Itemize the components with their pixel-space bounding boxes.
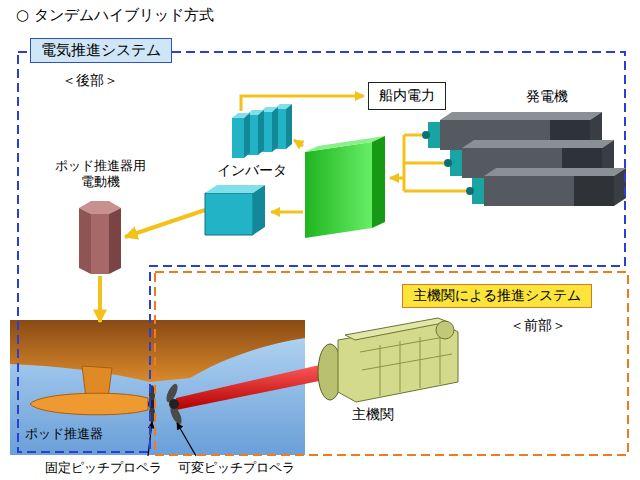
propeller-shaft <box>176 364 324 410</box>
box-label: 船内電力 <box>379 87 435 105</box>
shape-face <box>79 208 91 274</box>
title-holder: ○ タンデムハイブリッド方式 <box>16 6 214 25</box>
region-heading: 電気推進システム <box>30 38 172 63</box>
inverter-stack <box>286 104 292 149</box>
power-line <box>404 134 422 137</box>
switchboard <box>305 136 385 238</box>
text-holder: 主機関 <box>352 406 394 424</box>
leader-line <box>177 423 196 456</box>
process-box: 船内電力 <box>368 82 446 110</box>
switchboard <box>372 136 385 228</box>
main-engine <box>318 318 458 402</box>
generator-set <box>444 159 452 167</box>
inverter-stack <box>232 118 244 158</box>
shape-face <box>109 208 121 274</box>
generator-set <box>484 176 614 206</box>
diagram-title: ○ タンデムハイブリッド方式 <box>16 6 214 25</box>
inverter-stack <box>244 113 250 158</box>
shape-face <box>253 185 265 235</box>
part-label: ポッド推進器用 電動機 <box>50 158 150 191</box>
shape-face <box>18 52 625 452</box>
pod-thruster <box>30 366 148 415</box>
text-holder: インバータ <box>217 162 287 180</box>
power-arrow <box>98 276 102 322</box>
motor-symbol: ポッド推進器用 電動機 <box>75 198 125 276</box>
shape-face <box>205 193 253 235</box>
system-region: 電気推進システム＜後部＞船内電力発電機インバータポッド推進器用 電動機ポッド推進… <box>18 52 625 452</box>
power-line <box>241 96 466 212</box>
power-arrow <box>125 210 205 237</box>
label-holder: 可変ピッチプロペラ <box>178 460 295 476</box>
part-label: インバータ <box>217 162 287 180</box>
text-holder: ポッド推進器 <box>25 426 103 442</box>
text-holder: 船内電力 <box>379 87 435 105</box>
main-engine <box>360 333 452 396</box>
power-line <box>390 177 404 180</box>
text-holder: ＜前部＞ <box>510 317 566 335</box>
inverter-stack <box>258 110 264 155</box>
region-note: ＜前部＞ <box>510 317 566 335</box>
text-holder: 主機関による推進システム <box>402 284 592 308</box>
text-holder: ポッド推進器用 電動機 <box>50 158 150 191</box>
engine-area: 主機関 <box>312 318 462 403</box>
text-holder: 発電機 <box>526 88 568 106</box>
power-line <box>271 211 303 214</box>
pod-area: ポッド推進器 <box>25 322 148 422</box>
part-label: 主機関 <box>352 406 394 424</box>
generator-set <box>574 176 614 206</box>
inverter-box: インバータ <box>205 183 267 237</box>
motor-outline <box>75 198 125 276</box>
generator-set <box>462 140 614 148</box>
power-line <box>241 96 364 111</box>
part-label: 発電機 <box>526 88 568 106</box>
text-holder: 電気推進システム <box>30 38 172 63</box>
power-line <box>403 135 406 191</box>
inverter-stack <box>232 104 292 158</box>
generator-set <box>440 112 602 120</box>
callout-label: 可変ピッチプロペラ <box>178 460 295 476</box>
inverter-stack <box>272 107 278 152</box>
system-region: 主機関による推進システム ＜前部＞ 主機関 <box>155 272 628 455</box>
variable-pitch-propeller <box>164 382 184 426</box>
switchboard <box>305 142 372 238</box>
power-line <box>404 190 466 193</box>
region-note: ＜後部＞ <box>62 72 118 90</box>
text-holder: ＜後部＞ <box>62 72 118 90</box>
main-engine <box>345 318 448 340</box>
shape-face <box>155 272 628 455</box>
power-line <box>404 162 444 165</box>
region-heading: 主機関による推進システム <box>402 284 592 308</box>
variable-pitch-propeller <box>169 399 179 409</box>
generator-set <box>484 168 626 176</box>
part-label: ポッド推進器 <box>25 426 103 442</box>
pod-thruster <box>30 393 148 415</box>
main-engine <box>436 321 454 339</box>
callout-label: 固定ピッチプロペラ <box>45 460 162 476</box>
generator-set <box>466 187 474 195</box>
shape-face <box>91 214 109 274</box>
generator-set <box>422 131 430 139</box>
label-holder: 固定ピッチプロペラ <box>45 460 162 476</box>
propeller-shaft <box>176 364 324 410</box>
hull-and-water <box>10 320 305 382</box>
power-line <box>294 140 303 146</box>
generator-group: 発電機 <box>426 112 626 220</box>
inverter-outline <box>205 183 267 237</box>
